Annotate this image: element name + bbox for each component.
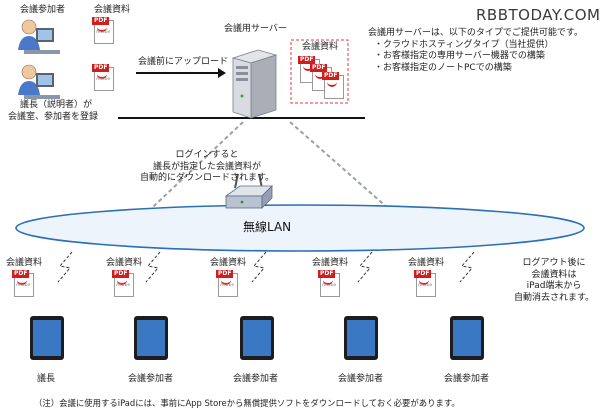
wireless-links <box>57 251 475 283</box>
download-note-line: 自動的にダウンロードされます。 <box>140 173 275 184</box>
pdf-icon: PDF Adobe <box>92 17 114 44</box>
download-note-line: ログインすると <box>175 150 239 160</box>
server-note-line: ・クラウドホスティングタイプ（当社提供） <box>374 39 554 50</box>
router-icon <box>224 173 273 209</box>
device-doc-label: 会議資料 <box>408 258 445 268</box>
logout-note-line: iPad端末から <box>526 281 582 292</box>
server-note-line: ・お客様指定のノートPCでの構築 <box>374 62 512 73</box>
device-doc-label: 会議資料 <box>6 258 43 268</box>
pdf-icon: PDF <box>322 72 344 99</box>
wireless-lan-ellipse <box>15 204 585 252</box>
device-label: 議長 <box>37 374 56 384</box>
device-doc-label: 会議資料 <box>210 258 247 268</box>
upload-arrow-head <box>218 68 226 78</box>
device-label: 会議参加者 <box>338 374 384 384</box>
device-doc-label: 会議資料 <box>312 258 349 268</box>
ipad-icon <box>344 316 378 360</box>
device-doc-label: 会議資料 <box>106 258 143 268</box>
server-icon <box>231 49 278 119</box>
download-note-line: 議長が指定した会議資料が <box>153 161 262 172</box>
wireless-lan-label: 無線LAN <box>243 220 292 234</box>
chair-caption-line2: 会議室、参加者を登録 <box>8 112 99 122</box>
logout-note-line: 自動消去されます。 <box>514 292 595 303</box>
server-note: 会議用サーバーは、以下のタイプでご提供可能です。 ・クラウドホスティングタイプ（… <box>368 28 583 74</box>
footnote: （注）会議に使用するiPadには、事前にApp Storeから無償提供ソフトをダ… <box>34 398 460 408</box>
ipad-icon <box>240 316 274 360</box>
download-note: ログインすると 議長が指定した会議資料が 自動的にダウンロードされます。 <box>140 150 274 185</box>
server-label: 会議用サーバー <box>224 24 287 34</box>
watermark: RBBTODAY.COM <box>476 6 601 24</box>
server-note-line: 会議用サーバーは、以下のタイプでご提供可能です。 <box>368 28 584 38</box>
doc-label: 会議資料 <box>94 5 131 15</box>
ipad-icon <box>450 316 484 360</box>
participant-label: 会議参加者 <box>20 5 66 15</box>
device-label: 会議参加者 <box>233 374 279 384</box>
logout-note-line: ログアウト後に <box>522 258 586 268</box>
ipad-icon <box>30 316 64 360</box>
upload-label: 会議前にアップロード <box>138 57 229 67</box>
pdf-icon: PDF Adobe <box>92 64 114 91</box>
download-line-right <box>289 121 423 239</box>
ipad-icon <box>134 316 168 360</box>
device-label: 会議参加者 <box>444 374 490 384</box>
chair-caption-line1: 議長（説明者）が <box>20 100 93 110</box>
server-doc-label: 会議資料 <box>302 42 339 52</box>
device-label: 会議参加者 <box>128 374 174 384</box>
person-icon <box>18 19 60 54</box>
server-note-line: ・お客様指定の専用サーバー機器での構築 <box>374 51 545 62</box>
logout-note: ログアウト後に 会議資料は iPad端末から 自動消去されます。 <box>514 258 594 304</box>
person-icon <box>18 64 60 99</box>
logout-note-line: 会議資料は <box>531 269 577 280</box>
